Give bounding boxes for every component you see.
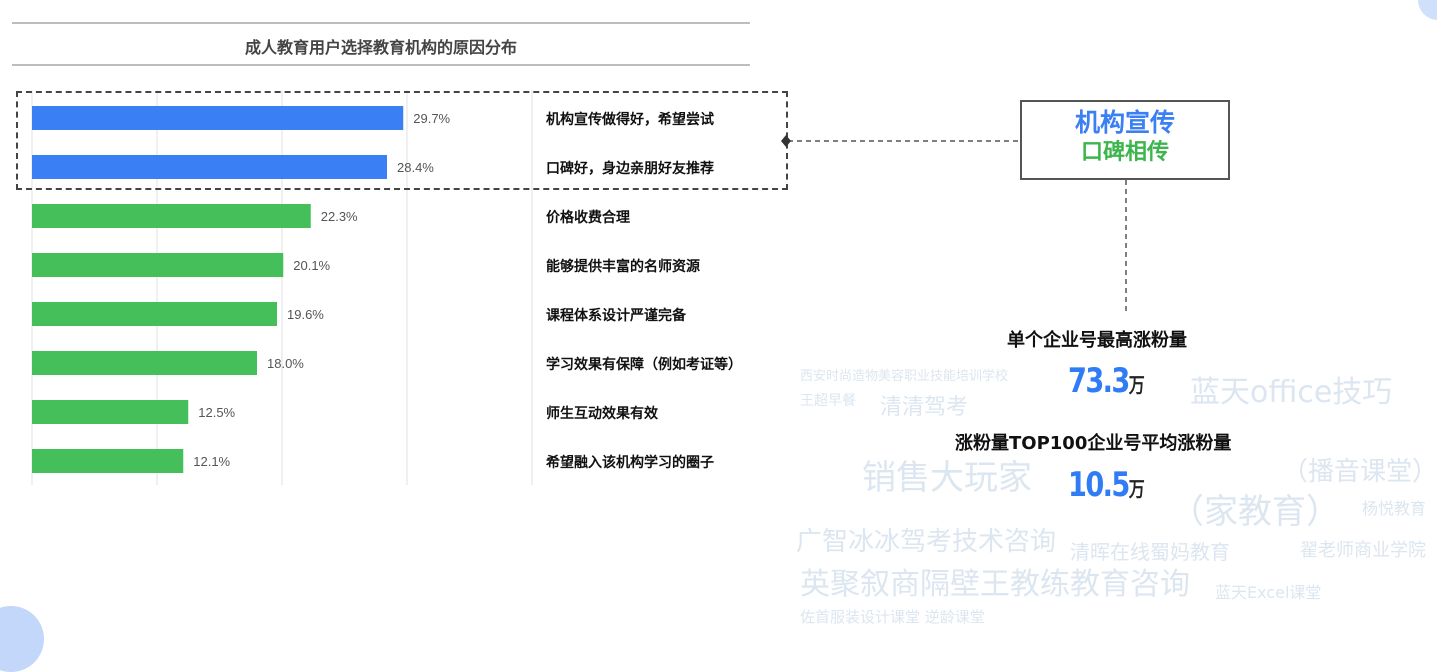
bar-value-label: 12.5%: [198, 405, 235, 420]
bar-chart: 29.7% 28.4% 22.3% 20.1% 19.6% 18.0% 12.5% 12.1%: [31, 90, 533, 485]
bar-value-label: 19.6%: [287, 307, 324, 322]
wordcloud-word: 销售大玩家: [862, 458, 1032, 498]
category-label: 口碑好，身边亲朋好友推荐: [546, 161, 714, 177]
stat-label-avg: 涨粉量TOP100企业号平均涨粉量: [955, 433, 1232, 454]
wordcloud-word: 广智冰冰驾考技术咨询: [796, 527, 1057, 557]
title-rule-bottom: [12, 64, 750, 66]
bar: [32, 351, 257, 375]
callout-line1: 机构宣传: [1074, 108, 1175, 137]
wordcloud-word: 杨悦教育: [1362, 499, 1427, 518]
bar: [32, 155, 387, 179]
wordcloud-word: （家教育）: [1170, 492, 1340, 532]
bar: [32, 449, 184, 473]
category-label: 价格收费合理: [546, 210, 630, 226]
category-label: 希望融入该机构学习的圈子: [546, 455, 714, 471]
category-label: 机构宣传做得好，希望尝试: [546, 112, 714, 128]
category-label: 能够提供丰富的名师资源: [546, 259, 700, 275]
category-label: 师生互动效果有效: [546, 406, 658, 422]
wordcloud-word: 王超早餐: [800, 393, 856, 409]
callout-box: 机构宣传 口碑相传: [1020, 100, 1230, 180]
stat-label-max: 单个企业号最高涨粉量: [1007, 330, 1187, 351]
bar: [32, 253, 284, 277]
category-label: 学习效果有保障（例如考证等）: [546, 357, 742, 373]
title-rule-top: [12, 22, 750, 24]
bar: [32, 302, 277, 326]
wordcloud-word: 西安时尚造物美容职业技能培训学校: [800, 369, 1009, 384]
wordcloud-word: 英聚叙商隔壁王教练教育咨询: [800, 567, 1190, 602]
wordcloud-word: 蓝天Excel课堂: [1215, 583, 1322, 602]
bar-value-label: 20.1%: [293, 258, 330, 273]
stat-value-avg: 10.5万: [1068, 465, 1145, 505]
bar-value-label: 22.3%: [321, 209, 358, 224]
bar-value-label: 12.1%: [193, 454, 230, 469]
chart-title: 成人教育用户选择教育机构的原因分布: [244, 38, 517, 57]
wordcloud-word: 蓝天office技巧: [1190, 375, 1393, 410]
wordcloud-word: 清晖在线蜀妈教育: [1070, 540, 1230, 564]
bar-value-label: 29.7%: [413, 111, 450, 126]
category-label: 课程体系设计严谨完备: [546, 308, 686, 324]
bar: [32, 204, 311, 228]
bar-value-label: 18.0%: [267, 356, 304, 371]
stat-value-max: 73.3万: [1068, 361, 1145, 401]
wordcloud-word: 清清驾考: [880, 395, 969, 420]
bar-value-label: 28.4%: [397, 160, 434, 175]
wordcloud-word: （播音课堂）: [1282, 457, 1437, 487]
wordcloud-word: 翟老师商业学院: [1300, 540, 1426, 561]
connector-lines: [781, 135, 1127, 312]
wordcloud-word: 佐首服装设计课堂 逆龄课堂: [800, 608, 985, 626]
bar: [32, 400, 189, 424]
callout-line2: 口碑相传: [1080, 140, 1169, 165]
bar: [32, 106, 404, 130]
